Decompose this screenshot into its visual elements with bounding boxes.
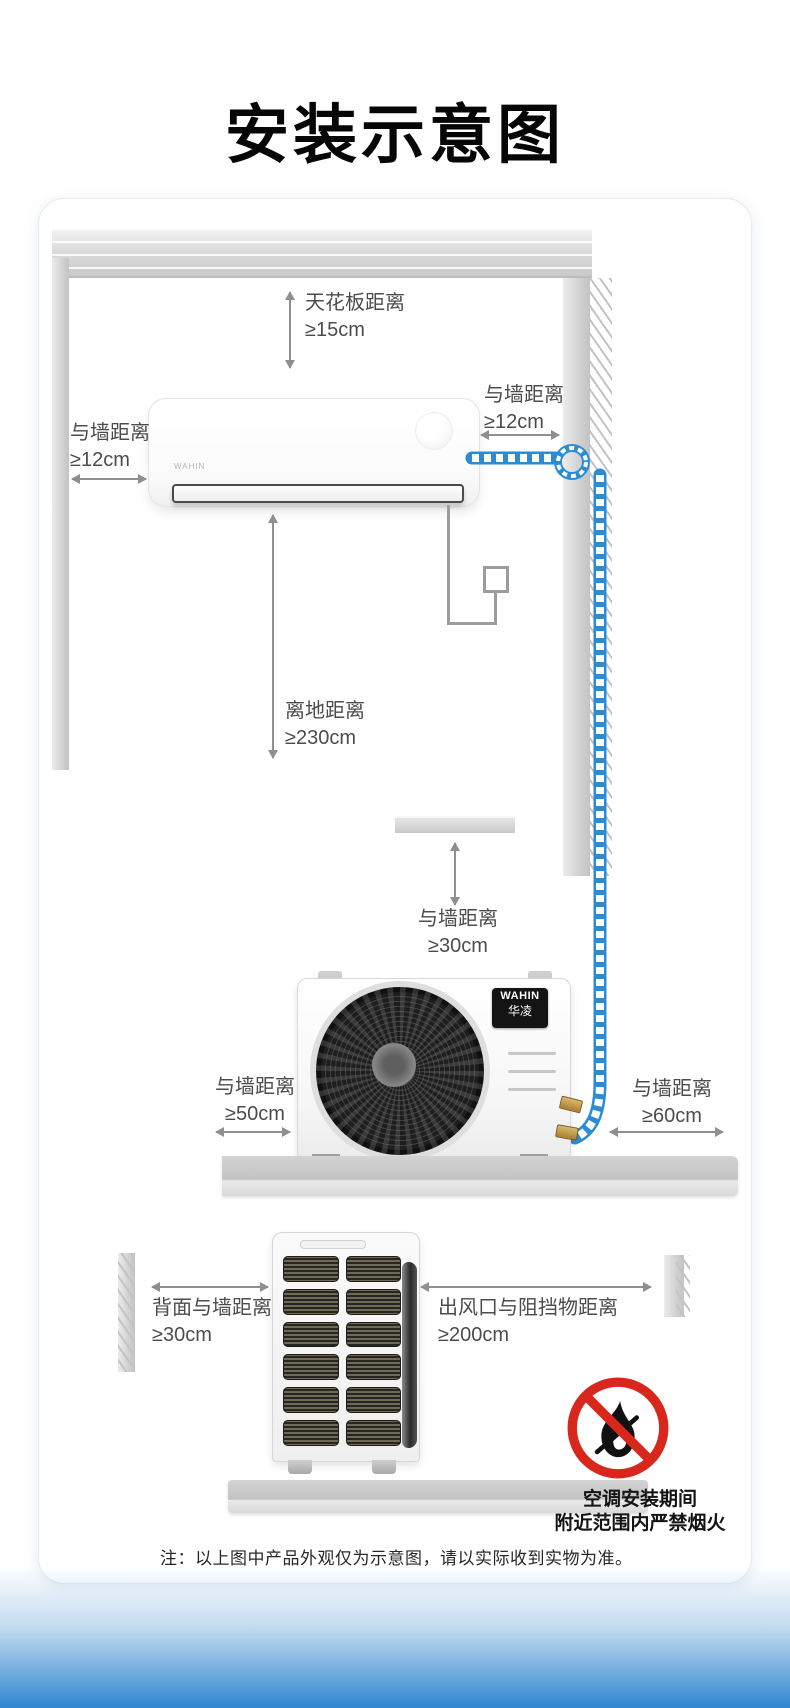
- arrow-floor-clearance: [268, 514, 278, 759]
- outdoor-brand-en: WAHIN: [500, 990, 540, 1002]
- power-wire: [447, 505, 450, 625]
- label-outdoor-top-wall: 与墙距离 ≥30cm: [418, 908, 498, 957]
- grille-panel: [283, 1288, 339, 1315]
- grille-panel: [345, 1288, 401, 1315]
- power-wire: [447, 622, 497, 625]
- grille-panel: [345, 1420, 401, 1446]
- arrow-indoor-left-wall: [71, 474, 147, 484]
- warning-text-line1: 空调安装期间: [582, 1489, 697, 1510]
- grille-panel: [283, 1256, 339, 1282]
- grille-panel: [283, 1321, 339, 1348]
- back-unit-handle: [300, 1240, 366, 1249]
- grille-panel: [345, 1256, 401, 1282]
- indoor-unit-display: [415, 412, 453, 450]
- label-outdoor-left-wall: 与墙距离 ≥50cm: [215, 1076, 295, 1125]
- grille-panel: [345, 1321, 401, 1348]
- overhang: [395, 816, 515, 833]
- back-right-wall-hatch: [676, 1255, 690, 1317]
- outdoor-shelf: [222, 1156, 738, 1196]
- arrow-air-outlet-distance: [420, 1282, 652, 1292]
- outdoor-fan-hub: [372, 1043, 416, 1087]
- grille-panel: [283, 1387, 339, 1414]
- back-unit-grille: [283, 1256, 401, 1446]
- grille-panel: [283, 1354, 339, 1381]
- arrow-back-wall-distance: [151, 1282, 269, 1292]
- grille-panel: [283, 1420, 339, 1446]
- back-unit-foot: [372, 1460, 396, 1474]
- footer-gradient: [0, 1566, 790, 1708]
- label-floor-clearance: 离地距离 ≥230cm: [285, 700, 365, 749]
- outdoor-vent-slot: [508, 1088, 556, 1091]
- label-back-wall-distance: 背面与墙距离 ≥30cm: [152, 1297, 272, 1346]
- back-unit-foot: [288, 1460, 312, 1474]
- back-left-wall-hatch: [118, 1253, 135, 1372]
- label-ceiling-distance: 天花板距离 ≥15cm: [305, 292, 405, 341]
- power-wire: [494, 590, 497, 625]
- refrigerant-pipe: [465, 444, 607, 1145]
- label-outdoor-right-wall: 与墙距离 ≥60cm: [632, 1078, 712, 1127]
- outdoor-unit-tab: [318, 971, 342, 980]
- indoor-brand-logo: WAHIN: [174, 462, 206, 471]
- arrow-outdoor-right-wall: [609, 1127, 724, 1137]
- arrow-indoor-right-wall: [480, 430, 560, 440]
- outdoor-unit-tab: [528, 971, 552, 980]
- ceiling: [52, 228, 592, 278]
- outdoor-vent-slot: [508, 1070, 556, 1073]
- label-indoor-right-wall: 与墙距离 ≥12cm: [484, 384, 564, 433]
- label-indoor-left-wall: 与墙距离 ≥12cm: [70, 422, 150, 471]
- label-air-outlet-distance: 出风口与阻挡物距离 ≥200cm: [438, 1297, 618, 1346]
- arrow-outdoor-top-wall: [450, 842, 460, 906]
- no-fire-icon: [567, 1377, 669, 1479]
- back-view-shelf: [228, 1480, 648, 1513]
- page-title: 安装示意图: [225, 99, 565, 171]
- outdoor-brand-cn: 华凌: [507, 1004, 532, 1018]
- left-wall: [52, 258, 69, 770]
- grille-panel: [345, 1387, 401, 1414]
- warning-text-line2: 附近范围内严禁烟火: [554, 1513, 726, 1534]
- disclaimer-note: 注：以上图中产品外观仅为示意图，请以实际收到实物为准。: [160, 1549, 633, 1568]
- arrow-ceiling-distance: [285, 291, 295, 369]
- back-unit-side-band: [402, 1262, 417, 1448]
- indoor-unit-louver: [172, 484, 464, 503]
- outdoor-vent-slot: [508, 1052, 556, 1055]
- power-switch: [483, 566, 509, 593]
- arrow-outdoor-left-wall: [215, 1127, 291, 1137]
- grille-panel: [345, 1354, 401, 1381]
- outdoor-brand-badge: WAHIN 华凌: [492, 988, 548, 1028]
- right-wall: [563, 278, 590, 876]
